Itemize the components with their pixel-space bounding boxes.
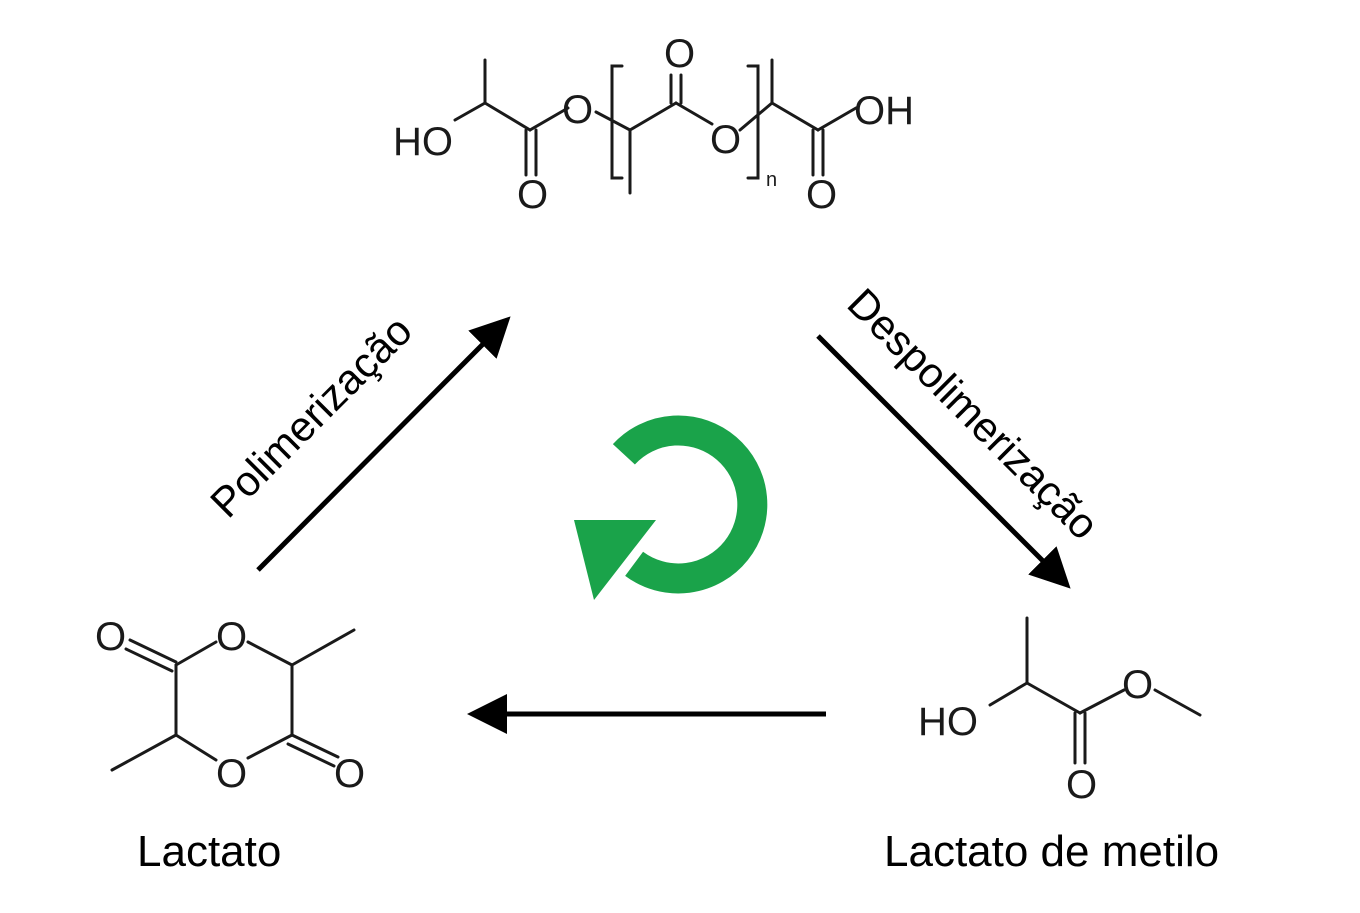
polymerization-arrow	[256, 316, 511, 572]
ester-oxygen-repeat: O	[710, 118, 741, 162]
carbonyl-oxygen-left: O	[517, 173, 548, 217]
lactide-carbonyl-oxygen-top: O	[95, 615, 126, 659]
methyl-lactate-hydroxyl-label: HO	[918, 700, 978, 744]
hydroxyl-left-label: HO	[393, 120, 453, 164]
lactide-caption: Lactato	[137, 827, 281, 876]
ester-oxygen-left: O	[562, 88, 593, 132]
methyl-lactate-structure: HO O O	[918, 616, 1202, 807]
repeat-count-n: n	[766, 169, 777, 191]
depolymerization-arrow	[816, 334, 1071, 589]
lactide-ring-oxygen-top: O	[216, 615, 247, 659]
carbonyl-oxygen-right: O	[806, 173, 837, 217]
carbonyl-oxygen-repeat: O	[664, 32, 695, 76]
polymerization-label: Polimerização	[201, 307, 421, 527]
recycle-circular-arrow-icon	[574, 415, 768, 600]
methyl-lactate-caption: Lactato de metilo	[884, 827, 1219, 876]
lactide-carbonyl-oxygen-bottom: O	[334, 752, 365, 796]
pla-polymer-structure: HO O O O O n O OH	[393, 32, 914, 217]
depolymerization-label: Despolimerização	[839, 279, 1108, 548]
methyl-lactate-ester-oxygen: O	[1122, 663, 1153, 707]
lactide-ring-oxygen-bottom: O	[216, 752, 247, 796]
lactide-structure: O O O O	[95, 615, 365, 796]
methyl-lactate-carbonyl-oxygen: O	[1066, 763, 1097, 807]
carboxyl-oh-label: OH	[854, 89, 914, 133]
